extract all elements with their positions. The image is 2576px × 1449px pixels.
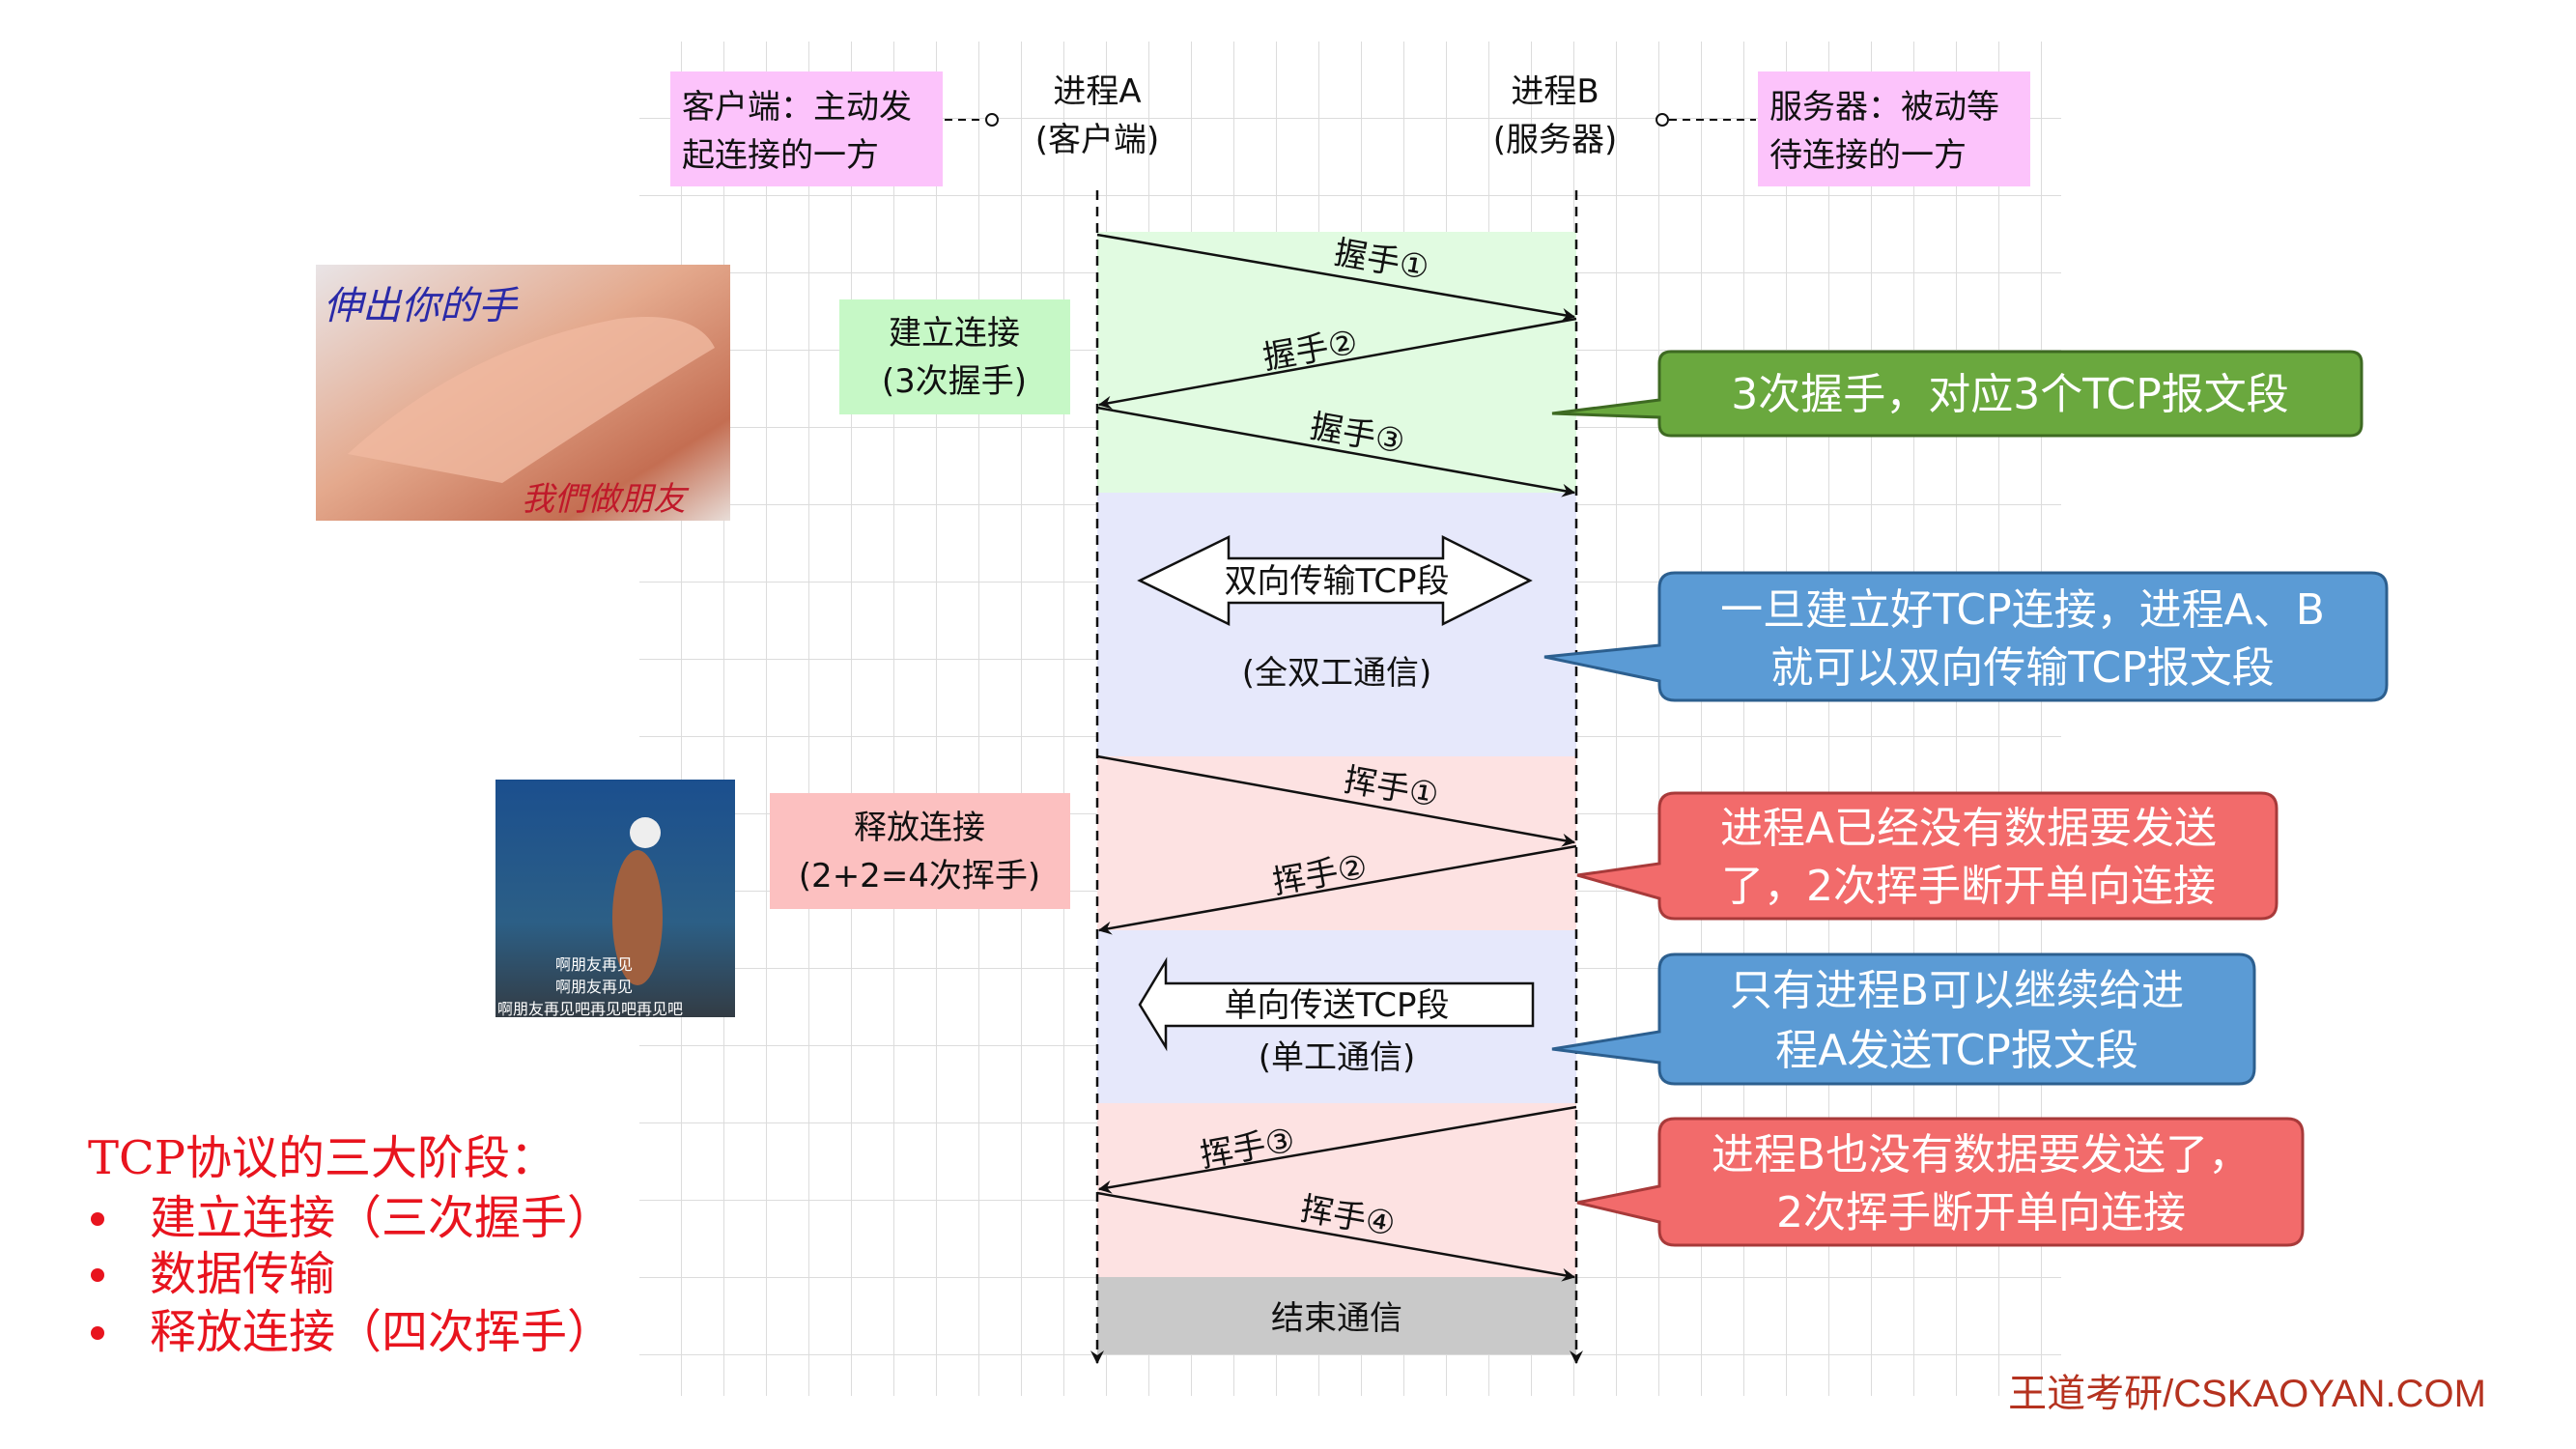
svg-text:只有进程B可以继续给进: 只有进程B可以继续给进 — [1730, 966, 2184, 1015]
callout-half-close-a: 进程A已经没有数据要发送 了，2次挥手断开单向连接 — [1576, 791, 2279, 921]
duplex-arrow — [1137, 534, 1533, 627]
callout-half-close-b: 进程B也没有数据要发送了， 2次挥手断开单向连接 — [1576, 1117, 2305, 1247]
svg-text:2次挥手断开单向连接: 2次挥手断开单向连接 — [1776, 1188, 2186, 1237]
client-note-line1: 客户端：主动发 — [682, 88, 912, 127]
server-note — [1758, 71, 2030, 186]
client-note-line2: 起连接的一方 — [682, 136, 879, 175]
handshake-photo: 伸出你的手 我們做朋友 — [316, 265, 730, 521]
bullet — [91, 1212, 104, 1226]
callout-duplex: 一旦建立好TCP连接，进程A、B 就可以双向传输TCP报文段 — [1543, 571, 2389, 702]
establish-title: 建立连接 — [889, 314, 1020, 353]
release-b-band — [1097, 1103, 1576, 1277]
client-connector-dot — [985, 113, 999, 127]
svg-text:了，2次挥手断开单向连接: 了，2次挥手断开单向连接 — [1721, 862, 2216, 911]
release-title: 释放连接 — [854, 809, 985, 847]
server-note-line1: 服务器：被动等 — [1769, 88, 1999, 127]
svg-text:啊朋友再见: 啊朋友再见 — [555, 978, 633, 996]
release-subtitle: (2+2=4次挥手) — [799, 857, 1040, 895]
callout-simplex: 只有进程B可以继续给进 程A发送TCP报文段 — [1551, 952, 2256, 1086]
svg-text:进程B也没有数据要发送了，: 进程B也没有数据要发送了， — [1712, 1130, 2250, 1179]
summary-item-establish: 建立连接（三次握手） — [150, 1191, 613, 1245]
svg-text:我們做朋友: 我們做朋友 — [522, 480, 690, 519]
process-b-role: (服务器) — [1493, 121, 1618, 159]
duplex-caption: (全双工通信) — [1242, 654, 1432, 693]
bullet — [91, 1326, 104, 1340]
svg-text:进程A已经没有数据要发送: 进程A已经没有数据要发送 — [1720, 804, 2217, 853]
simplex-arrow-label: 单向传送TCP段 — [1224, 986, 1449, 1025]
svg-text:3次握手，对应3个TCP报文段: 3次握手，对应3个TCP报文段 — [1731, 370, 2289, 419]
server-note-line2: 待连接的一方 — [1769, 136, 1967, 175]
server-connector-dot — [1656, 113, 1669, 127]
footer-brand: 王道考研/CSKAOYAN.COM — [2008, 1373, 2486, 1415]
process-b-label: 进程B — [1511, 72, 1599, 111]
svg-text:就可以双向传输TCP报文段: 就可以双向传输TCP报文段 — [1770, 643, 2275, 693]
establish-subtitle: (3次握手) — [882, 362, 1027, 401]
summary-item-transfer: 数据传输 — [150, 1247, 335, 1301]
end-label: 结束通信 — [1271, 1299, 1402, 1338]
svg-text:一旦建立好TCP连接，进程A、B: 一旦建立好TCP连接，进程A、B — [1720, 585, 2325, 635]
process-a-label: 进程A — [1053, 72, 1141, 111]
jerry-photo: 啊朋友再见 啊朋友再见 啊朋友再见吧再见吧再见吧 — [495, 780, 735, 1018]
simplex-arrow — [1138, 956, 1535, 1052]
establish-box — [839, 299, 1070, 414]
release-box — [770, 793, 1070, 909]
simplex-caption: (单工通信) — [1259, 1038, 1416, 1077]
callout-handshake: 3次握手，对应3个TCP报文段 — [1551, 350, 2364, 438]
svg-text:啊朋友再见: 啊朋友再见 — [555, 955, 633, 974]
release-a-band — [1097, 756, 1576, 930]
bullet — [91, 1268, 104, 1282]
client-note — [670, 71, 943, 186]
duplex-arrow-label: 双向传输TCP段 — [1224, 562, 1449, 601]
end-band — [1097, 1277, 1576, 1354]
svg-text:啊朋友再见吧再见吧再见吧: 啊朋友再见吧再见吧再见吧 — [497, 1000, 683, 1018]
svg-text:伸出你的手: 伸出你的手 — [324, 284, 519, 328]
process-a-role: (客户端) — [1035, 121, 1160, 159]
svg-text:程A发送TCP报文段: 程A发送TCP报文段 — [1775, 1026, 2138, 1075]
summary-item-release: 释放连接（四次挥手） — [150, 1305, 613, 1359]
duplex-band — [1097, 493, 1576, 756]
summary-title: TCP协议的三大阶段： — [88, 1131, 556, 1185]
